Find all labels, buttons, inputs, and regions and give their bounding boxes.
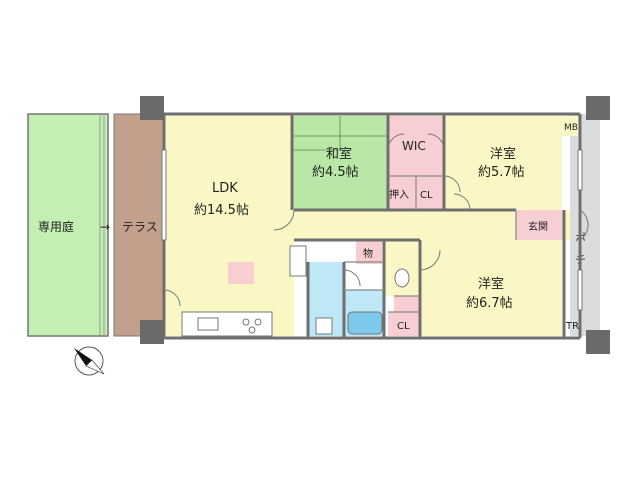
youshitsu2-area-text: 約6.7帖 [466,296,513,311]
thin-walls [344,175,517,313]
wic-label: WIC [402,139,426,153]
wic-area [388,116,444,176]
toilet-area [384,240,420,296]
terrace-label: テラス [122,220,158,234]
washing-machine [315,317,333,335]
cl2-label: CL [397,321,410,332]
ldk-area-text: 約14.5帖 [194,203,249,218]
tatami-lines [292,116,388,151]
mb-label: MB [564,123,578,133]
ldk-area [164,116,294,336]
mono-area [356,240,382,264]
youshitsu2-name: 洋室 [478,276,504,292]
youshitsu1-area [444,116,562,210]
garden-label: 専用庭 [38,219,74,234]
genkan-area [516,210,564,240]
toilet-bowl [394,268,410,288]
north-arrow-icon [74,346,105,376]
terrace-area [113,113,165,337]
washbasin [289,245,307,277]
garden-fence [99,114,105,336]
oshiire-area [388,176,416,210]
garden-arrow: → [100,220,110,234]
sink [197,317,219,331]
garden-area [27,113,109,337]
ldk-name: LDK [212,181,238,196]
youshitsu2-area [420,240,562,336]
pillar-top-right [586,96,610,120]
pillar-top-left [140,96,164,120]
tr-label: TR [565,321,579,332]
stove-burner-2 [254,318,262,326]
youshitsu1-name: 洋室 [490,146,516,162]
washitsu-name: 和室 [326,146,352,162]
mb-area [562,116,578,136]
mono-label: 物 [363,247,373,260]
kitchen-counter [181,311,273,337]
washitsu-area-text: 約4.5帖 [312,165,359,180]
pillar-bottom-right [586,330,610,354]
stove-burner-1 [242,318,250,326]
bathtub [347,311,383,335]
youshitsu1-area-text: 約5.7帖 [478,165,525,180]
pillar-bottom-left [140,320,164,344]
oshiire-label: 押入 [389,188,409,201]
cl2-area [388,312,420,336]
windows [161,149,583,311]
pink-small-area-2 [394,296,420,312]
pillars [140,96,610,354]
cl1-area [416,176,444,210]
stove-burner-3 [248,326,256,334]
porch-area [570,114,600,336]
genkan-label: 玄関 [528,220,548,233]
pink-small-area [228,262,254,284]
cl1-label: CL [420,190,433,201]
door-swings [163,133,589,307]
